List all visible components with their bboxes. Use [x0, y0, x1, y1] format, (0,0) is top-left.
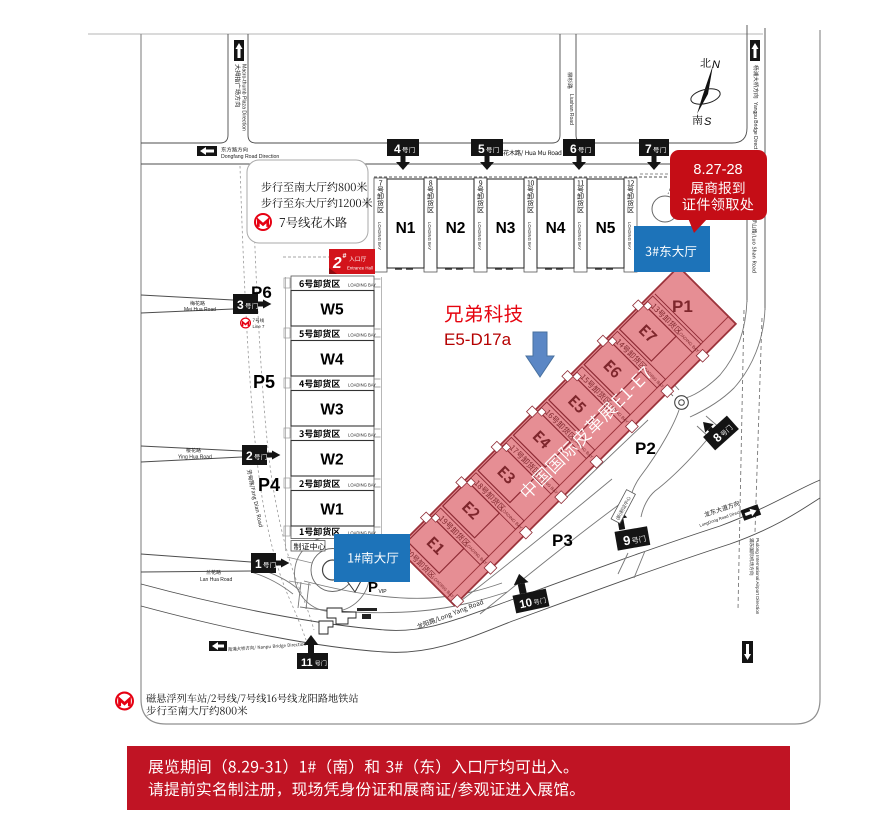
svg-text:Pudong International Airport D: Pudong International Airport Direction — [755, 538, 760, 615]
svg-text:11: 11 — [301, 657, 313, 669]
svg-text:LOADING BAY: LOADING BAY — [348, 332, 376, 337]
svg-text:5: 5 — [478, 142, 485, 156]
svg-text:P: P — [368, 579, 378, 596]
svg-text:Liushan Road: Liushan Road — [568, 94, 574, 125]
svg-text:6: 6 — [570, 142, 577, 156]
svg-text:LOADING BAY: LOADING BAY — [348, 382, 376, 387]
svg-text:1: 1 — [255, 557, 262, 571]
svg-text:8.27-28: 8.27-28 — [693, 162, 742, 178]
svg-text:W4: W4 — [320, 352, 344, 369]
svg-text:Yangpu Bridge Direct: Yangpu Bridge Direct — [752, 102, 758, 150]
svg-text:P2: P2 — [635, 439, 656, 458]
svg-text:LOADING BAY: LOADING BAY — [348, 530, 376, 535]
svg-text:Lan Hua Road: Lan Hua Road — [200, 577, 232, 583]
svg-text:9: 9 — [622, 532, 632, 548]
svg-text:LOADING BAY: LOADING BAY — [348, 482, 376, 487]
svg-text:P1: P1 — [672, 297, 693, 316]
svg-text:3: 3 — [237, 298, 244, 312]
svg-text:Entrance Hall: Entrance Hall — [347, 266, 373, 271]
svg-text:LOADING BAY: LOADING BAY — [577, 222, 582, 250]
svg-text:Line 7: Line 7 — [253, 324, 266, 329]
svg-text:LOADING BAY: LOADING BAY — [477, 222, 482, 250]
svg-text:10: 10 — [518, 597, 533, 611]
svg-text:W1: W1 — [320, 502, 344, 519]
svg-text:E5-D17a: E5-D17a — [444, 330, 512, 349]
svg-text:LOADING BAY: LOADING BAY — [627, 222, 632, 250]
svg-text:Ying Hua Road: Ying Hua Road — [178, 455, 212, 461]
svg-text:N2: N2 — [446, 220, 466, 237]
svg-text:P5: P5 — [253, 372, 275, 392]
svg-text:N5: N5 — [596, 220, 616, 237]
svg-text:W3: W3 — [320, 402, 344, 419]
svg-text:7: 7 — [645, 142, 652, 156]
svg-text:2: 2 — [246, 449, 253, 463]
svg-text:S: S — [704, 116, 712, 128]
svg-text:LOADING BAY: LOADING BAY — [427, 222, 432, 250]
svg-text:N3: N3 — [496, 220, 516, 237]
svg-text:LOADING BAY: LOADING BAY — [527, 222, 532, 250]
svg-text:P3: P3 — [552, 531, 573, 550]
svg-text:2: 2 — [332, 255, 342, 272]
svg-text:LOADING BAY: LOADING BAY — [348, 432, 376, 437]
svg-text:LOADING BAY: LOADING BAY — [377, 222, 382, 250]
svg-text:N1: N1 — [396, 220, 416, 237]
svg-text:VIP: VIP — [379, 589, 388, 595]
svg-text:W5: W5 — [320, 302, 344, 319]
svg-text:W2: W2 — [320, 452, 343, 469]
svg-text:N: N — [712, 59, 720, 71]
svg-text:4: 4 — [394, 142, 401, 156]
svg-text:Dongfang Road Direction: Dongfang Road Direction — [221, 154, 279, 160]
svg-text:#: # — [343, 253, 347, 260]
svg-text:N4: N4 — [546, 220, 566, 237]
svg-text:Macro-thumb Plaza Direction: Macro-thumb Plaza Direction — [241, 64, 247, 131]
svg-text:LOADING BAY: LOADING BAY — [348, 282, 376, 287]
svg-text:Mei Hua Road: Mei Hua Road — [184, 307, 216, 313]
svg-text:P4: P4 — [258, 475, 280, 495]
